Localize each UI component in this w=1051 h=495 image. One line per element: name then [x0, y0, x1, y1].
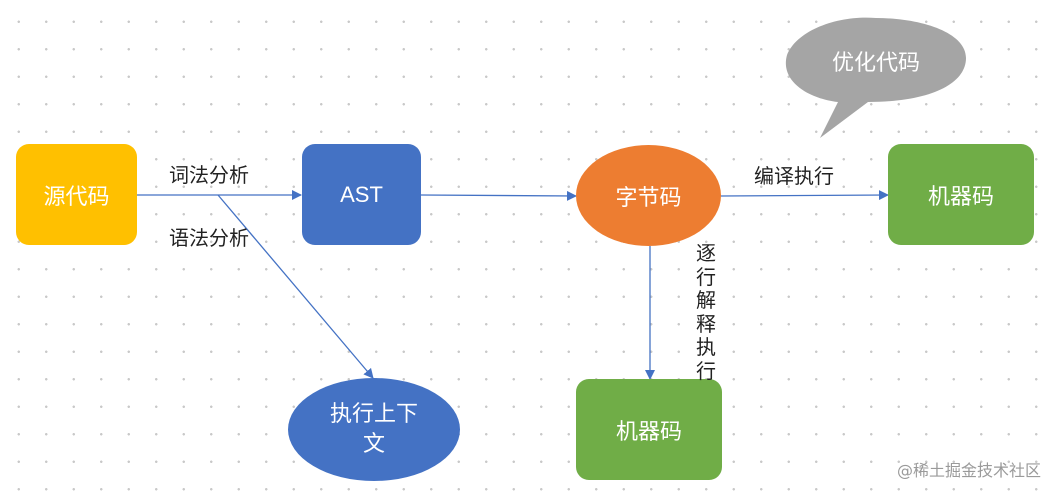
arrow-ast-to-bytecode	[420, 190, 577, 201]
execution-context-node[interactable]: 执行上下文	[288, 378, 460, 481]
label-compile-execute: 编译执行	[754, 164, 834, 188]
ast-node[interactable]: AST	[302, 144, 421, 245]
source-code-node[interactable]: 源代码	[16, 144, 137, 245]
machine-code-node-bottom[interactable]: 机器码	[576, 379, 722, 480]
label-syntax-analysis: 语法分析	[169, 226, 249, 250]
speech-bubble	[785, 17, 966, 138]
arrow-source-to-context	[217, 194, 374, 379]
label-lexical-analysis: 词法分析	[169, 163, 249, 187]
watermark: @稀土掘金技术社区	[896, 461, 1041, 480]
arrow-bytecode-to-machine-right	[720, 190, 889, 201]
machine-code-node-right[interactable]: 机器码	[888, 144, 1034, 245]
label-interpret-line-by-line: 逐行解释执行	[696, 241, 716, 383]
bytecode-node[interactable]: 字节码	[576, 145, 721, 246]
optimize-code-callout: 优化代码	[831, 51, 920, 76]
